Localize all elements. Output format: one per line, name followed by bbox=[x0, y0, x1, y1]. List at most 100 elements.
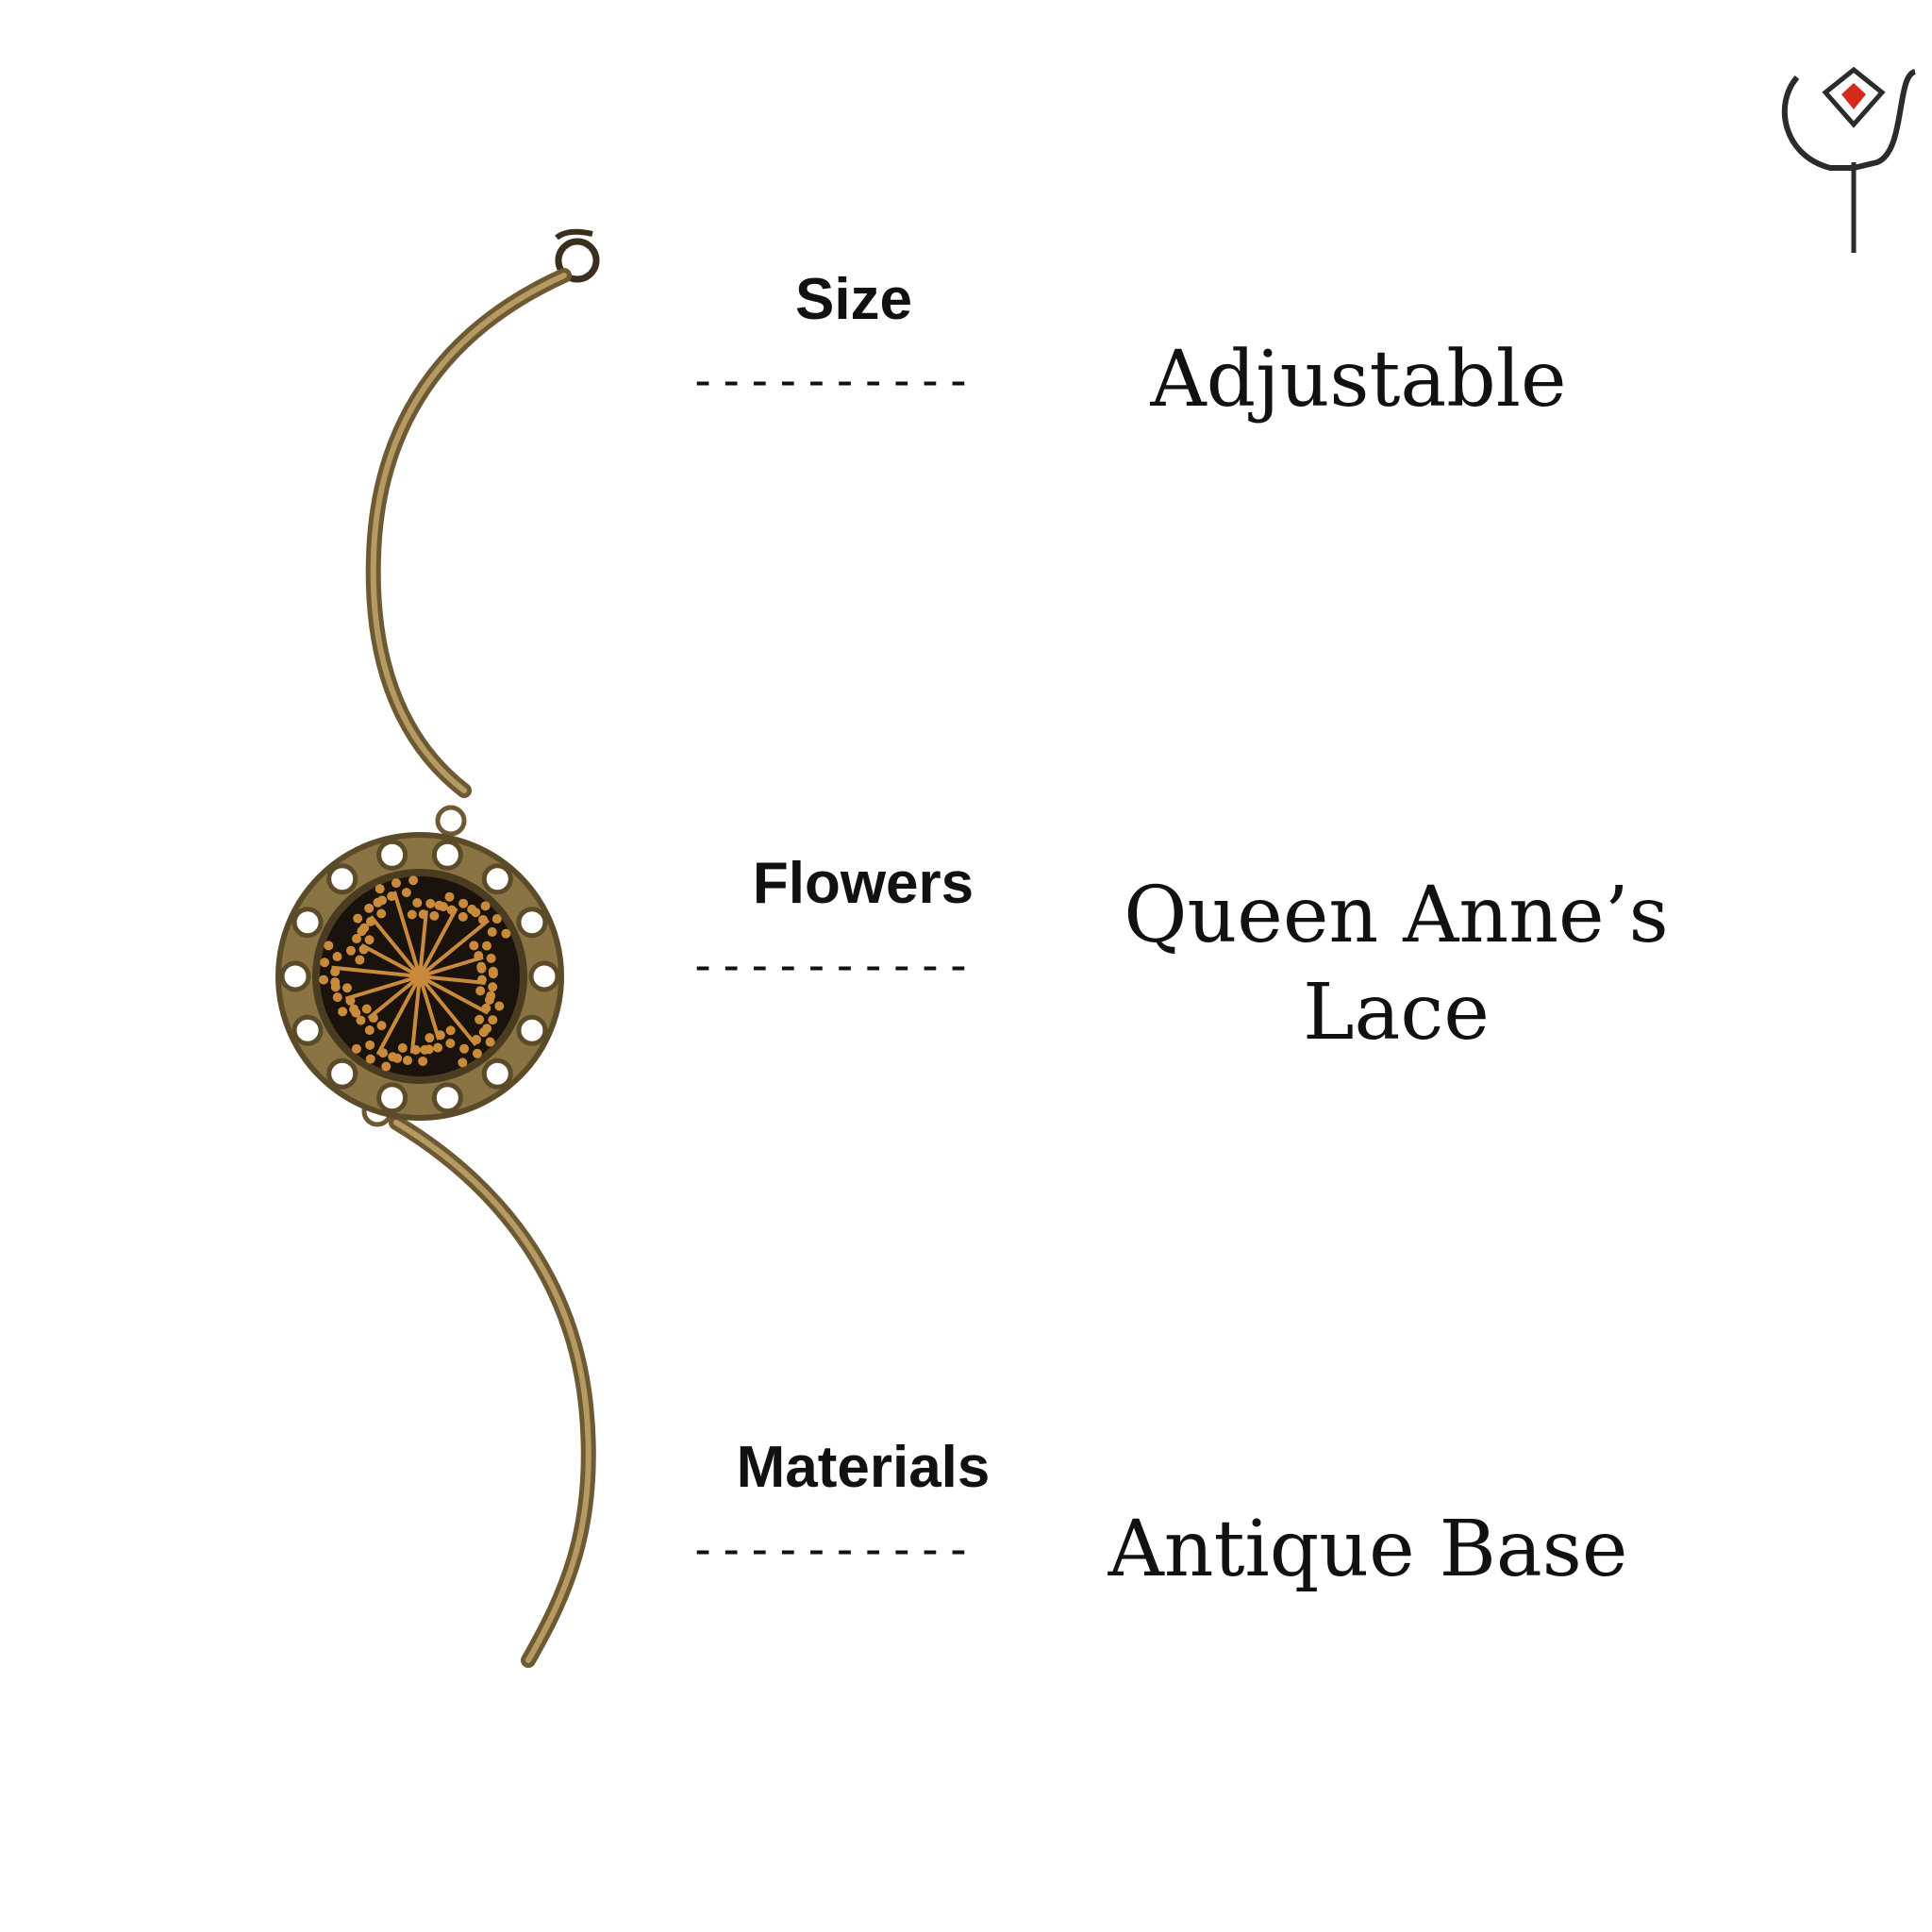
spec-label-size: Size bbox=[794, 267, 913, 332]
flower-floret bbox=[407, 909, 417, 920]
spec-divider-flowers: ---------- bbox=[689, 941, 974, 989]
flower-floret bbox=[481, 1003, 491, 1013]
spec-value-flowers: Queen Anne’s Lace bbox=[1124, 871, 1669, 1058]
flower-floret bbox=[424, 1044, 434, 1055]
flower-ray bbox=[418, 907, 458, 977]
flower-floret bbox=[351, 1043, 361, 1054]
flower-floret bbox=[476, 974, 487, 985]
flower-ray bbox=[418, 974, 478, 1047]
flower-floret bbox=[368, 1013, 378, 1024]
filigree-hole bbox=[291, 1014, 324, 1046]
flower-floret bbox=[472, 1035, 482, 1045]
flower-floret bbox=[458, 1058, 468, 1068]
flower-ray bbox=[418, 975, 441, 1041]
clasp-ring bbox=[555, 238, 600, 283]
flower-floret bbox=[345, 945, 356, 956]
flower-floret bbox=[481, 941, 491, 951]
flower-floret bbox=[381, 1061, 391, 1072]
flower-floret bbox=[324, 941, 334, 951]
flower-floret bbox=[433, 1042, 443, 1053]
flower-floret bbox=[458, 911, 468, 922]
filigree-hole bbox=[291, 907, 324, 939]
flower-floret bbox=[352, 934, 362, 944]
flower-floret bbox=[364, 935, 375, 945]
flower-floret bbox=[357, 926, 367, 937]
flower-floret bbox=[365, 1040, 375, 1050]
flower-floret bbox=[425, 1033, 435, 1043]
flower-floret bbox=[488, 1015, 498, 1025]
flower-floret bbox=[488, 966, 498, 976]
lower-band-highlight bbox=[393, 1120, 591, 1663]
spec-divider-size: ---------- bbox=[689, 357, 974, 404]
flower-floret bbox=[425, 898, 436, 908]
flower-ray bbox=[419, 955, 484, 978]
flower-floret bbox=[434, 900, 444, 910]
jump-ring-top bbox=[435, 805, 467, 837]
flower-floret bbox=[345, 995, 356, 1006]
flower-ray bbox=[419, 974, 490, 1015]
flower-floret bbox=[491, 914, 502, 924]
filigree-hole bbox=[528, 960, 560, 992]
filigree-hole bbox=[376, 1082, 408, 1114]
flower-floret bbox=[365, 916, 375, 926]
filigree-hole bbox=[431, 1082, 463, 1114]
flower-floret bbox=[435, 1030, 445, 1041]
flower-ray bbox=[344, 974, 421, 1001]
flower-floret bbox=[418, 1056, 428, 1066]
flower-ray bbox=[418, 910, 428, 977]
flower-floret bbox=[402, 1056, 412, 1066]
flower-floret bbox=[341, 983, 352, 993]
filigree-hole bbox=[326, 1058, 358, 1090]
flower-floret bbox=[476, 961, 487, 972]
flower-floret bbox=[446, 905, 457, 915]
flower-floret bbox=[408, 875, 419, 886]
flower-floret bbox=[397, 1042, 408, 1053]
flower-floret bbox=[445, 1038, 456, 1048]
flower-floret bbox=[378, 1048, 389, 1058]
flower-floret bbox=[392, 1053, 403, 1063]
flower-floret bbox=[475, 986, 486, 996]
flower-floret bbox=[332, 992, 342, 1003]
clasp-hook bbox=[555, 228, 593, 241]
flower-floret bbox=[330, 967, 341, 977]
flower-floret bbox=[480, 901, 491, 911]
flower-ray bbox=[369, 915, 422, 978]
filigree-hole bbox=[431, 839, 463, 871]
flower-ray bbox=[360, 943, 421, 978]
flower-floret bbox=[358, 944, 369, 955]
spec-value-materials: Antique Base bbox=[1108, 1505, 1628, 1594]
flower-floret bbox=[356, 1015, 366, 1025]
flower-floret bbox=[375, 884, 385, 894]
flower-floret bbox=[469, 941, 479, 951]
flower-floret bbox=[332, 952, 342, 962]
flower-floret bbox=[501, 928, 511, 939]
flower-floret bbox=[376, 1021, 387, 1031]
flower-florets bbox=[319, 875, 511, 1072]
flower-floret bbox=[478, 914, 489, 924]
flower-ray bbox=[391, 891, 422, 977]
flower-floret bbox=[364, 1025, 375, 1036]
flower-floret bbox=[485, 1037, 495, 1047]
filigree-hole bbox=[481, 1058, 513, 1090]
flower-floret bbox=[338, 1007, 348, 1017]
flower-floret bbox=[353, 913, 363, 924]
flower-ray bbox=[419, 974, 486, 985]
flower-floret bbox=[319, 974, 329, 985]
flower-floret bbox=[361, 1004, 372, 1014]
flower-floret bbox=[486, 953, 496, 963]
spec-divider-materials: ---------- bbox=[689, 1525, 974, 1573]
filigree-hole bbox=[376, 839, 408, 871]
filigree-hole bbox=[279, 960, 311, 992]
flower-floret bbox=[412, 898, 423, 908]
flower-floret bbox=[351, 1008, 361, 1018]
flower-floret bbox=[487, 926, 497, 937]
filigree-hole bbox=[516, 907, 548, 939]
flower-floret bbox=[467, 904, 477, 914]
flower-floret bbox=[373, 897, 383, 908]
flower-floret bbox=[459, 1043, 470, 1054]
upper-band-highlight bbox=[370, 273, 567, 793]
spec-value-size: Adjustable bbox=[1150, 335, 1567, 425]
flower-floret bbox=[410, 1044, 421, 1055]
